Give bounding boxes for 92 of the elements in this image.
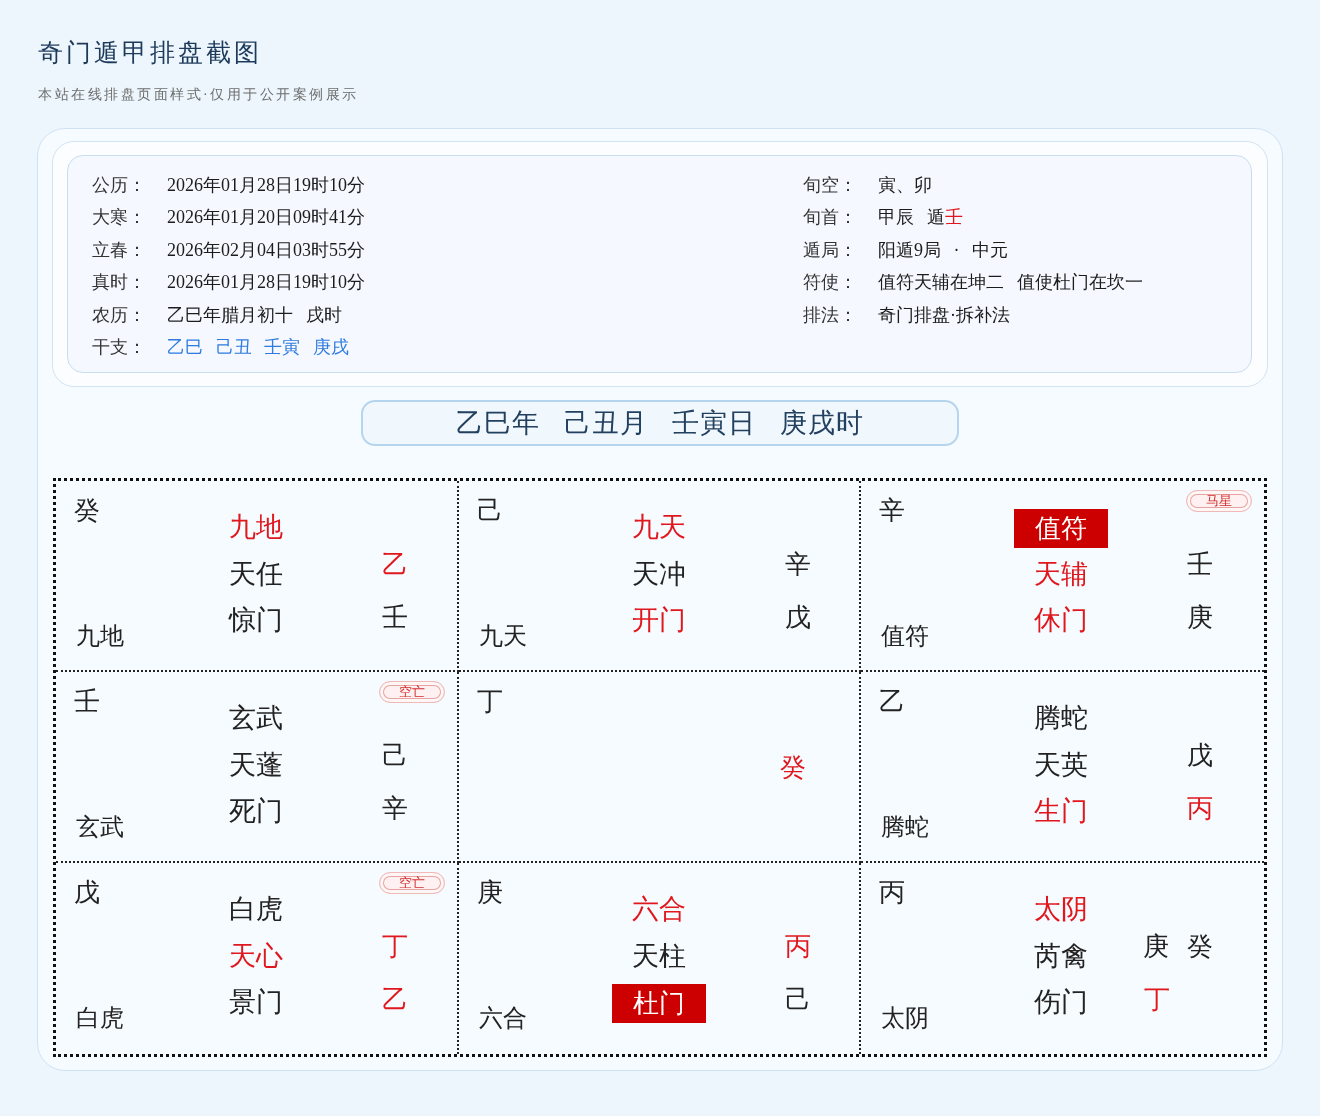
- field-label: 符使：: [803, 271, 857, 293]
- field-value: 乙巳年腊月初十 戌时: [167, 304, 342, 325]
- palace-cell: [458, 481, 862, 672]
- highlight-tag: 值符: [1014, 508, 1109, 548]
- palace-cell: [458, 672, 862, 863]
- door-label: 休门: [1034, 605, 1089, 637]
- door-label: 生门: [1034, 796, 1089, 828]
- stem-label: 丁: [476, 687, 503, 717]
- star-label: 天冲: [631, 559, 686, 591]
- stem-label: 丁: [382, 932, 408, 962]
- stem-label: 戊: [1187, 741, 1214, 771]
- stem-label: 己: [784, 985, 811, 1015]
- field-value: 甲辰 遁壬: [878, 207, 963, 228]
- spirit-label: 白虎: [229, 894, 283, 926]
- stem-label: 癸: [74, 496, 100, 526]
- field-value: 乙巳 己丑 壬寅 庚戌: [167, 336, 349, 358]
- star-label: 芮禽: [1034, 941, 1089, 973]
- stem-label: 辛: [784, 550, 811, 580]
- spirit-label: 白虎: [76, 1005, 124, 1033]
- stem-label: 癸: [779, 753, 806, 783]
- subtitle-note: 本站在线排盘页面样式·仅用于公开案例展示: [38, 86, 359, 104]
- spirit-label: 太阴: [1034, 894, 1089, 926]
- pillars-banner: 乙巳年 己丑月 壬寅日 庚戌时: [361, 400, 959, 446]
- field-label: 农历：: [92, 304, 146, 325]
- stem-label: 丙: [879, 878, 906, 908]
- stem-label: 辛: [382, 794, 408, 824]
- stem-label: 壬: [74, 687, 100, 717]
- field-label: 旬首：: [803, 207, 857, 228]
- stem-label: 庚: [1143, 932, 1170, 962]
- field-value: 阳遁9局 · 中元: [878, 239, 1009, 261]
- field-value: 值符天辅在坤二 值使杜门在坎一: [878, 271, 1143, 293]
- stem-label: 戊: [784, 603, 811, 633]
- stem-label: 己: [382, 741, 408, 771]
- door-label: 伤门: [1034, 987, 1089, 1019]
- stem-label: 辛: [879, 496, 906, 526]
- field-value: 2026年01月28日19时10分: [167, 174, 365, 196]
- spirit-label: 玄武: [76, 814, 124, 842]
- info-panel: [67, 155, 1252, 373]
- spirit-label: 玄武: [229, 703, 283, 735]
- field-value: 2026年01月28日19时10分: [167, 271, 365, 293]
- field-value: 2026年02月04日03时55分: [167, 239, 365, 261]
- spirit-label: 九天: [631, 512, 686, 544]
- stem-label: 癸: [1187, 932, 1214, 962]
- stem-label: 壬: [382, 603, 408, 633]
- stem-label: 乙: [382, 985, 408, 1015]
- stem-label: 己: [476, 496, 503, 526]
- field-label: 大寒：: [92, 207, 146, 228]
- status-badge: 空亡: [378, 872, 445, 894]
- spirit-label: 九地: [76, 623, 124, 651]
- stem-label: 庚: [476, 878, 503, 908]
- field-label: 旬空：: [803, 174, 857, 196]
- stem-label: 乙: [879, 687, 906, 717]
- field-label: 公历：: [92, 174, 146, 196]
- door-label: 开门: [631, 605, 686, 637]
- field-label: 立春：: [92, 239, 146, 261]
- door-label: 死门: [229, 796, 283, 828]
- palace-cell: [56, 481, 459, 672]
- spirit-label: 九地: [229, 512, 283, 544]
- spirit-label: 值符: [881, 623, 930, 651]
- spirit-label: 太阴: [881, 1005, 930, 1033]
- stem-label: 戊: [74, 878, 100, 908]
- star-label: 天任: [229, 559, 283, 591]
- star-label: 天柱: [631, 941, 686, 973]
- stem-label: 丁: [1144, 985, 1171, 1015]
- status-badge: 马星: [1186, 490, 1252, 512]
- stem-label: 壬: [1187, 550, 1214, 580]
- stem-label: 乙: [382, 550, 408, 580]
- stem-label: 丙: [784, 932, 811, 962]
- spirit-label: 六合: [631, 894, 686, 926]
- status-badge: 空亡: [378, 681, 445, 703]
- star-label: 天蓬: [229, 750, 283, 782]
- field-value: 2026年01月20日09时41分: [167, 207, 365, 228]
- palace-cell: [56, 672, 459, 863]
- field-label: 干支：: [92, 336, 146, 358]
- stem-label: 丙: [1187, 794, 1214, 824]
- page-title: 奇门遁甲排盘截图: [38, 38, 262, 68]
- door-label: 惊门: [229, 605, 283, 637]
- field-label: 真时：: [92, 271, 146, 293]
- highlight-tag: 杜门: [611, 983, 706, 1023]
- door-label: 景门: [229, 987, 283, 1019]
- field-label: 排法：: [803, 304, 857, 325]
- star-label: 天心: [229, 941, 283, 973]
- spirit-label: 九天: [478, 623, 527, 651]
- star-label: 天英: [1034, 750, 1089, 782]
- field-value: 寅、卯: [878, 174, 932, 196]
- stem-label: 庚: [1187, 603, 1214, 633]
- spirit-label: 腾蛇: [1034, 703, 1089, 735]
- spirit-label: 六合: [478, 1005, 527, 1033]
- star-label: 天辅: [1034, 559, 1089, 591]
- spirit-label: 腾蛇: [881, 814, 930, 842]
- field-label: 遁局：: [803, 239, 857, 261]
- field-value: 奇门排盘·拆补法: [878, 304, 1010, 325]
